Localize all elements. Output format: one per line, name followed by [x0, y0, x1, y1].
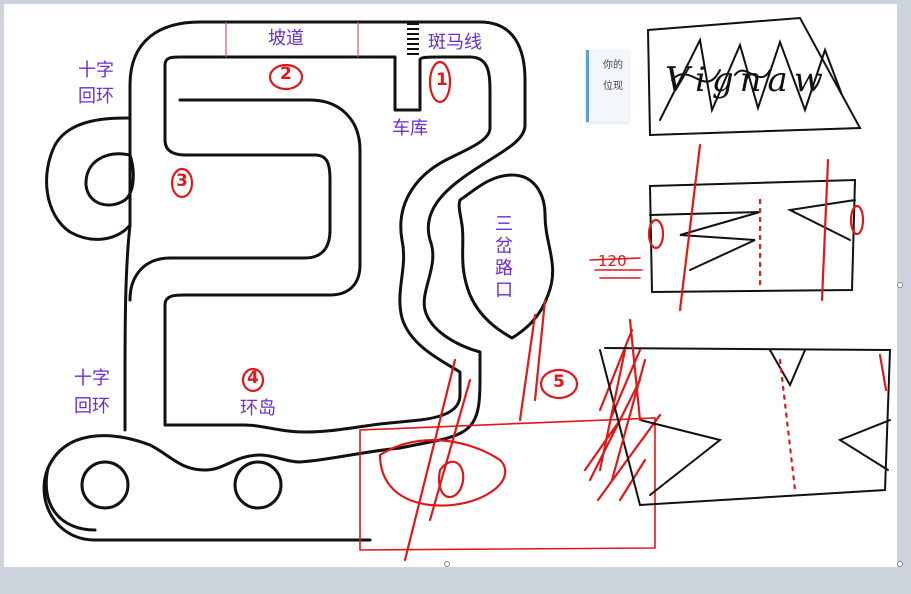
mark-number-4: 4: [247, 368, 259, 388]
right-red-marks: [598, 143, 888, 492]
popup-line-2: 位现: [603, 81, 623, 92]
mark-number-1: 1: [436, 70, 448, 90]
mark-circle-1: [428, 60, 452, 104]
label-cross-loop-top-1: 十字: [78, 60, 114, 81]
mark-circle-3: [170, 167, 194, 199]
annotation-box: [359, 417, 656, 551]
ramp-zone: [225, 22, 359, 57]
zebra-crossing: [407, 23, 419, 55]
red-annotations: [170, 60, 662, 562]
mark-circle-4: [241, 367, 265, 393]
mark-number-120: 120: [598, 252, 627, 270]
sketch-handwritten-word: Vignaw: [665, 60, 829, 100]
label-cross-loop-top-2: 回环: [78, 86, 114, 107]
label-roundabout: 环岛: [240, 398, 276, 419]
mark-circle-2: [268, 63, 304, 91]
label-cross-loop-bottom-2: 回环: [74, 396, 110, 417]
right-sketches: [599, 16, 892, 507]
label-three-way-junction: 三岔路口: [495, 214, 513, 301]
track-outline: [42, 20, 555, 542]
mark-number-3: 3: [176, 171, 188, 191]
mark-circle-5: [539, 368, 579, 400]
mark-number-2: 2: [280, 64, 292, 84]
label-zebra-crossing: 斑马线: [428, 32, 482, 53]
canvas-background: [4, 4, 897, 567]
popup-line-1: 你的: [603, 60, 623, 71]
mark-number-5: 5: [553, 372, 565, 392]
tooltip-popup[interactable]: 你的 位现: [586, 50, 629, 122]
label-ramp: 坡道: [268, 28, 304, 49]
label-cross-loop-bottom-1: 十字: [74, 368, 110, 389]
label-garage: 车库: [392, 118, 428, 139]
selection-handles: [444, 282, 903, 567]
